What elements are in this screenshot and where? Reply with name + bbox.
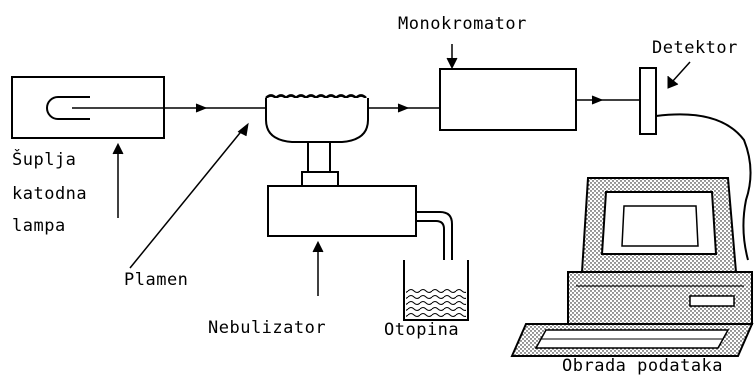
label-solution: Otopina xyxy=(384,320,460,340)
label-data-processing: Obrada podataka xyxy=(562,356,724,376)
label-monochromator: Monokromator xyxy=(398,14,527,34)
solution-beaker xyxy=(403,260,469,321)
detector-plate xyxy=(639,67,657,135)
label-lamp-line3: lampa xyxy=(12,216,66,236)
label-lamp-line2: katodna xyxy=(12,184,88,204)
label-flame: Plamen xyxy=(124,270,189,290)
light-beam xyxy=(72,95,640,113)
label-detector: Detektor xyxy=(652,38,738,58)
pointer-arrows xyxy=(112,44,691,296)
label-nebulizer: Nebulizator xyxy=(208,318,327,338)
monochromator-box xyxy=(439,68,577,131)
burner-flame xyxy=(265,94,369,187)
nebulizer-box xyxy=(267,185,453,290)
detector-cable xyxy=(655,113,752,261)
label-lamp-line1: Šuplja xyxy=(12,150,77,170)
computer-workstation xyxy=(510,177,754,357)
